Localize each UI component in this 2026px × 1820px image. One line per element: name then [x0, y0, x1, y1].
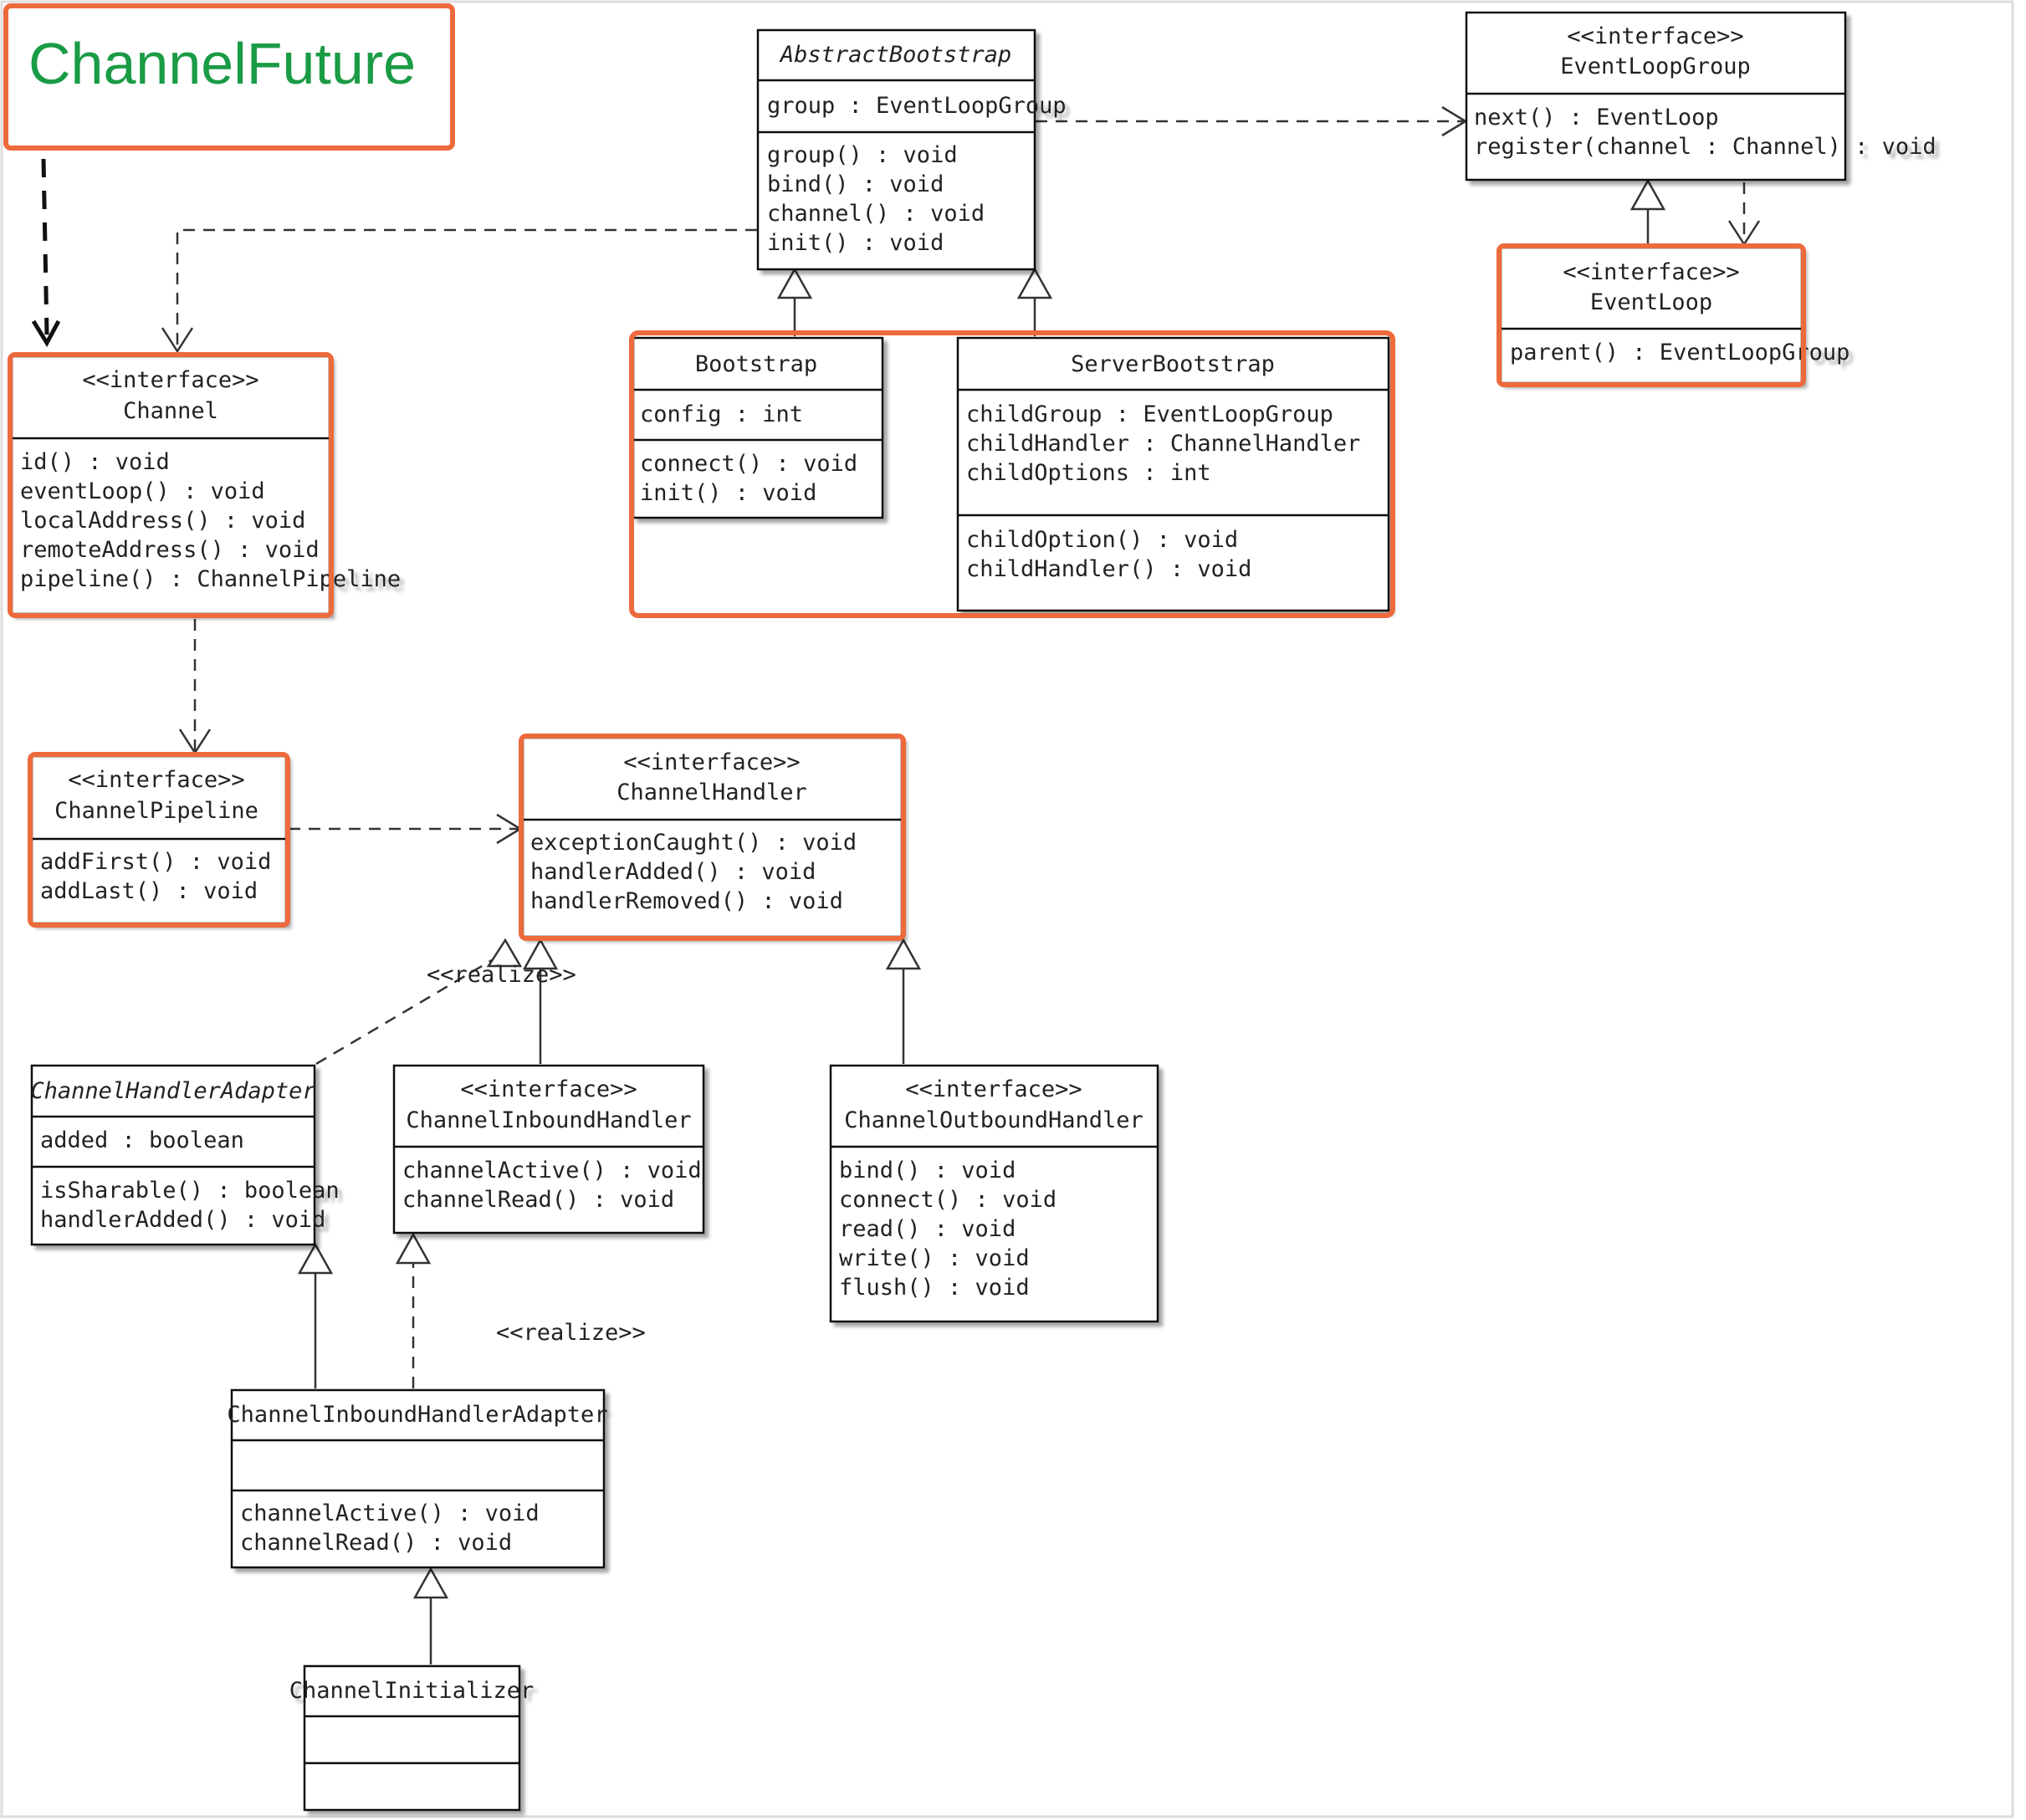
highlight-event-loop — [1496, 243, 1806, 387]
method: next() : EventLoop — [1474, 105, 1719, 130]
class-channel-inbound-handler: <<interface>> ChannelInboundHandler chan… — [392, 1064, 705, 1235]
method: addLast() : void — [40, 878, 258, 904]
edge-bootstrap-to-channel-arrow — [161, 327, 194, 354]
method: channelActive() : void — [240, 1500, 540, 1526]
method: channel() : void — [767, 201, 985, 227]
method: exceptionCaught() : void — [530, 830, 857, 856]
highlight-channel — [8, 352, 334, 618]
method: write() : void — [839, 1245, 1030, 1271]
edge-outbound-extends-handler-tri — [885, 938, 922, 970]
highlight-channel-pipeline — [28, 752, 290, 928]
stereotype: <<interface>> — [1563, 259, 1739, 285]
edge-future-to-channel — [41, 158, 49, 335]
class-name: ChannelHandlerAdapter — [30, 1078, 316, 1104]
stereotype: <<interface>> — [905, 1076, 1082, 1102]
edge-adapter-realizes-handler — [315, 959, 493, 1066]
edge-adapter-realizes-handler-tri — [486, 938, 523, 968]
class-abstract-bootstrap: AbstractBootstrap group : EventLoopGroup… — [756, 28, 1067, 271]
class-name: Channel — [123, 398, 218, 424]
field: childGroup : EventLoopGroup — [966, 401, 1333, 427]
field: childOptions : int — [966, 460, 1211, 486]
class-channel-handler-adapter: ChannelHandlerAdapter added : boolean is… — [30, 1064, 340, 1246]
stereotype: <<interface>> — [460, 1076, 637, 1102]
method: childHandler() : void — [966, 556, 1251, 582]
method: connect() : void — [640, 451, 857, 477]
class-event-loop-group: <<interface>> EventLoopGroup next() : Ev… — [1465, 11, 1936, 181]
class-name: EventLoopGroup — [1560, 54, 1751, 79]
method: bind() : void — [767, 171, 944, 197]
class-name: EventLoop — [1590, 289, 1712, 315]
stereotype: <<interface>> — [1567, 23, 1743, 49]
method: handlerAdded() : void — [40, 1207, 325, 1233]
method: group() : void — [767, 142, 958, 168]
edge-serverbootstrap-extends-tri — [1016, 267, 1053, 299]
method: childOption() : void — [966, 527, 1238, 553]
stereotype: <<interface>> — [68, 767, 244, 793]
field: group : EventLoopGroup — [767, 93, 1067, 119]
method: eventLoop() : void — [20, 478, 265, 504]
class-channel-handler: <<interface>> ChannelHandler exceptionCa… — [521, 736, 903, 938]
field: added : boolean — [40, 1127, 244, 1153]
method: channelRead() : void — [240, 1530, 512, 1556]
class-channel-pipeline: <<interface>> ChannelPipeline addFirst()… — [30, 754, 288, 925]
stereotype: <<interface>> — [82, 367, 258, 393]
class-channel: <<interface>> Channel id() : void eventL… — [10, 355, 401, 616]
method: handlerRemoved() : void — [530, 888, 843, 914]
class-name: AbstractBootstrap — [779, 42, 1011, 68]
class-name: ServerBootstrap — [1071, 351, 1275, 377]
field: config : int — [640, 401, 803, 427]
realize-label-2: <<realize>> — [496, 1320, 646, 1346]
method: init() : void — [767, 230, 944, 256]
method: connect() : void — [839, 1187, 1056, 1213]
method: channelRead() : void — [402, 1187, 674, 1213]
method: bind() : void — [839, 1158, 1016, 1184]
class-name: ChannelOutboundHandler — [844, 1107, 1143, 1133]
class-name: ChannelInboundHandlerAdapter — [227, 1402, 607, 1428]
method: flush() : void — [839, 1275, 1030, 1301]
stereotype: <<interface>> — [623, 749, 800, 775]
class-name: ChannelInboundHandler — [406, 1107, 691, 1133]
class-channel-inbound-handler-adapter: ChannelInboundHandlerAdapter channelActi… — [227, 1388, 608, 1569]
class-name: ChannelPipeline — [54, 798, 258, 824]
edge-bootstrap-extends-tri — [776, 267, 813, 299]
method: isSharable() : boolean — [40, 1178, 340, 1204]
edge-inboundadapter-realizes-inbound-tri — [395, 1232, 432, 1265]
class-bootstrap: Bootstrap config : int connect() : void … — [632, 336, 884, 519]
field: childHandler : ChannelHandler — [966, 431, 1360, 457]
edge-initializer-extends-tri — [412, 1567, 449, 1599]
edge-future-arrowhead — [31, 320, 61, 348]
channel-future-title: ChannelFuture — [28, 31, 416, 96]
method: init() : void — [640, 480, 816, 506]
class-name: ChannelInitializer — [289, 1678, 535, 1704]
method: pipeline() : ChannelPipeline — [20, 566, 401, 592]
method: addFirst() : void — [40, 849, 271, 875]
method: handlerAdded() : void — [530, 859, 816, 885]
class-name: Bootstrap — [695, 351, 817, 377]
highlight-bootstraps — [629, 330, 1395, 618]
class-event-loop: <<interface>> EventLoop parent() : Event… — [1499, 246, 1849, 385]
class-channel-outbound-handler: <<interface>> ChannelOutboundHandler bin… — [829, 1064, 1159, 1323]
edge-inbound-extends-handler-tri — [522, 938, 559, 970]
method: channelActive() : void — [402, 1158, 702, 1184]
method: read() : void — [839, 1216, 1016, 1242]
class-name: ChannelHandler — [616, 780, 807, 805]
highlight-channel-handler — [519, 734, 906, 941]
method: register(channel : Channel) : void — [1474, 134, 1936, 160]
method: id() : void — [20, 449, 170, 475]
class-channel-initializer: ChannelInitializer — [289, 1664, 535, 1812]
class-server-bootstrap: ServerBootstrap childGroup : EventLoopGr… — [956, 336, 1390, 612]
edge-inboundadapter-extends-adapter-tri — [297, 1242, 334, 1275]
method: localAddress() : void — [20, 508, 305, 534]
method: parent() : EventLoopGroup — [1510, 340, 1849, 366]
edge-eventloop-extends-group-tri — [1629, 178, 1666, 211]
realize-label-1: <<realize>> — [427, 962, 576, 988]
method: remoteAddress() : void — [20, 537, 320, 563]
channel-future-box: ChannelFuture — [3, 3, 455, 151]
